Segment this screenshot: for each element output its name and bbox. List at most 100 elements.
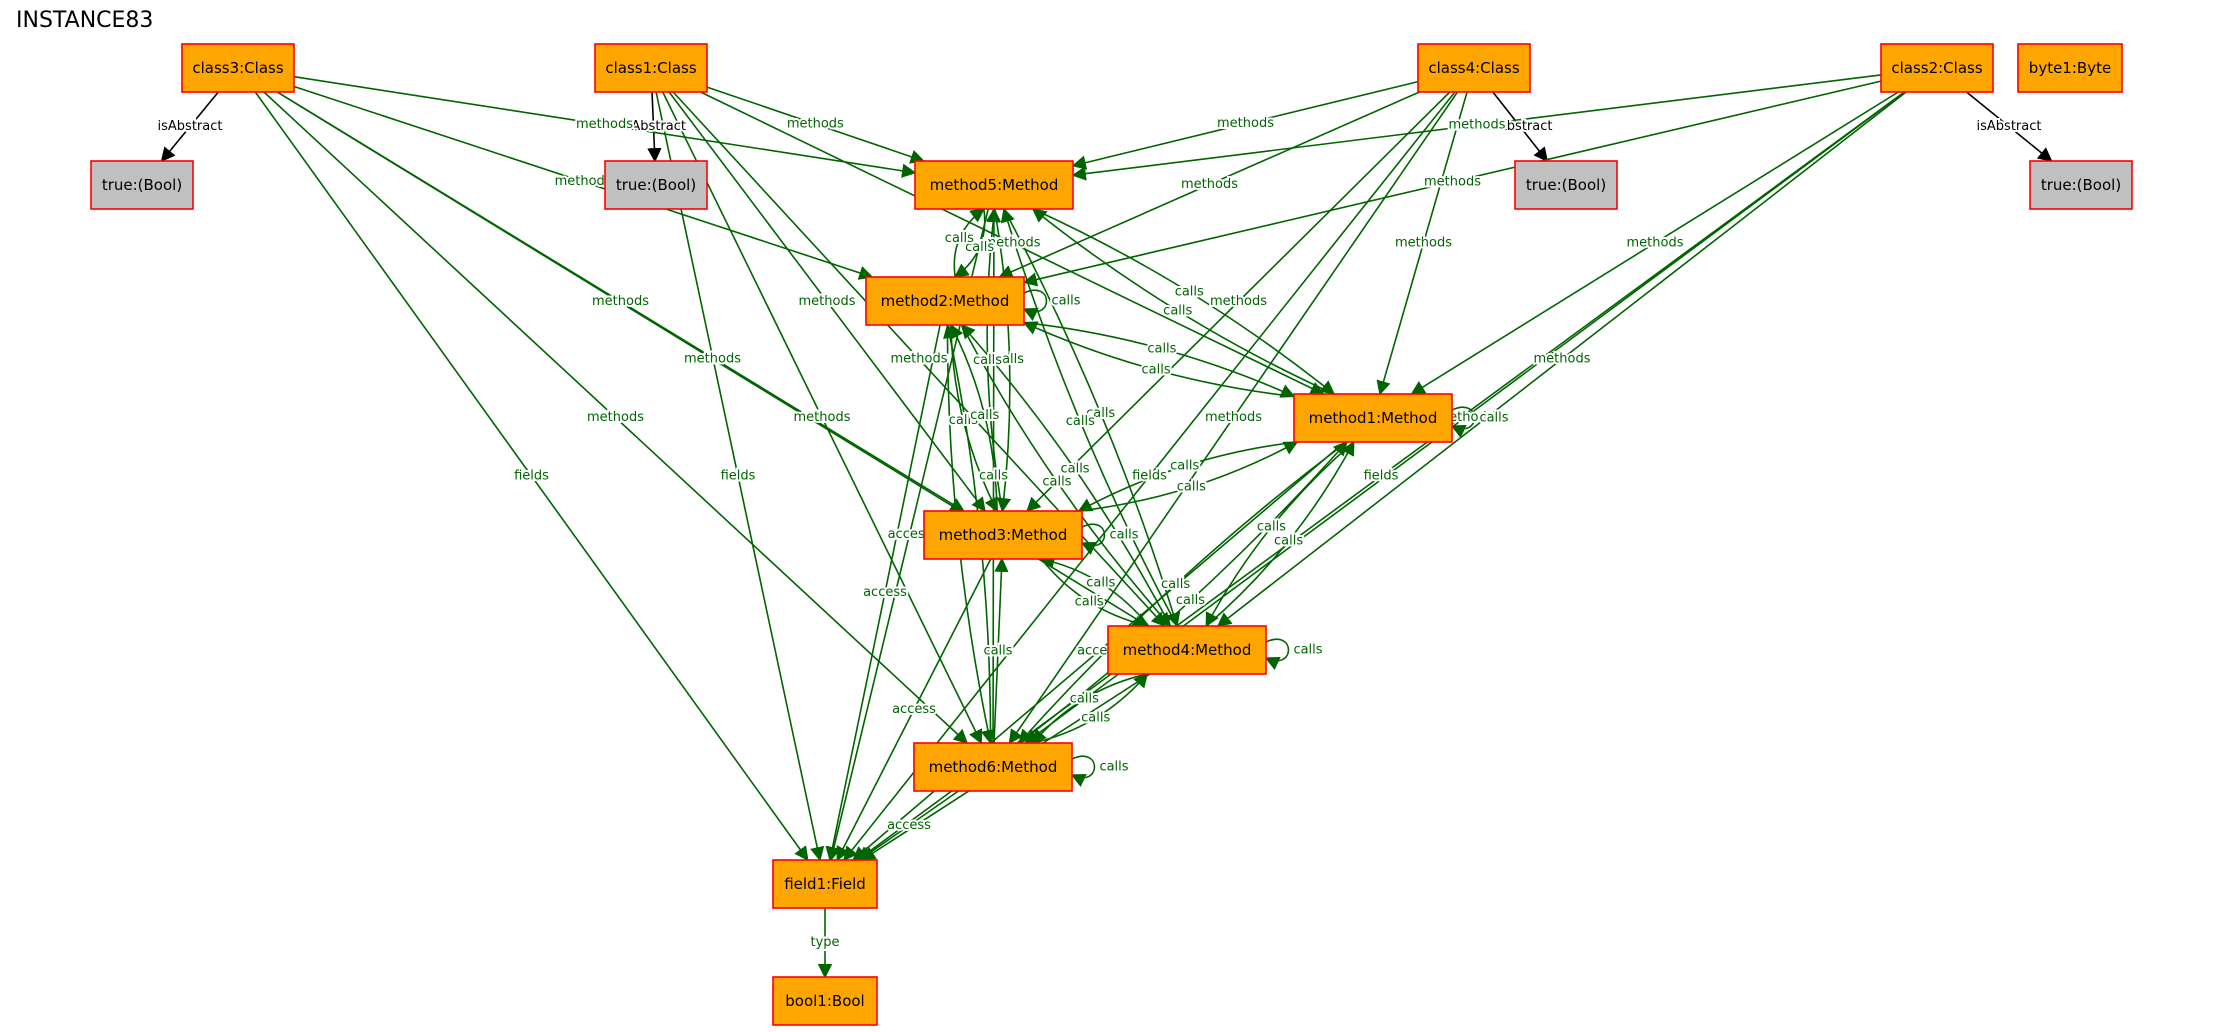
edge-label-method2-to-method3: calls xyxy=(949,413,978,428)
edge-label-halo: calls xyxy=(1066,414,1095,429)
edge-label-halo: access xyxy=(887,818,931,833)
edge-label-halo: calls xyxy=(1075,594,1104,609)
edge-class3-to-field1 xyxy=(254,91,809,862)
edge-label-halo: access xyxy=(863,585,907,600)
edge-method6-to-method4 xyxy=(1032,672,1149,744)
node-method2[interactable]: method2:Method xyxy=(865,276,1025,326)
edge-label-method6-to-method5: calls xyxy=(979,469,1008,484)
edge-label-class3-to-method2: methods xyxy=(555,174,612,189)
edge-method5-to-method3 xyxy=(993,208,1012,513)
edge-class3-to-t3 xyxy=(160,91,219,163)
edge-method6-to-method3 xyxy=(993,557,1009,744)
edge-label-method4-to-method1: calls xyxy=(1274,533,1303,548)
edge-class4-to-method3 xyxy=(1026,91,1451,513)
edge-method5-to-method4 xyxy=(1003,208,1181,628)
node-box-t3 xyxy=(90,160,194,210)
edge-class1-to-method6 xyxy=(662,91,983,745)
node-t4[interactable]: true:(Bool) xyxy=(1514,160,1618,210)
edge-label-halo: access xyxy=(892,702,936,717)
node-t2[interactable]: true:(Bool) xyxy=(2029,160,2133,210)
edge-label-halo: methods xyxy=(592,294,649,309)
edge-label-method6-to-method3: calls xyxy=(983,644,1012,659)
node-method6[interactable]: method6:Method xyxy=(913,742,1073,792)
node-label-method3: method3:Method xyxy=(939,526,1068,544)
edge-label-halo: calls xyxy=(1163,303,1192,318)
edge-label-halo: calls xyxy=(1086,406,1115,421)
edge-method4-to-method6 xyxy=(1031,673,1148,745)
edge-class2-to-method4 xyxy=(1216,91,1907,627)
edge-class1-to-method1 xyxy=(700,91,1325,395)
edge-label-halo: calls xyxy=(1170,459,1199,474)
edge-class4-to-method1 xyxy=(1376,91,1468,396)
edge-label-method5-to-method1: calls xyxy=(1175,285,1204,300)
node-method5[interactable]: method5:Method xyxy=(914,160,1074,210)
edge-label-method1-to-method4: calls xyxy=(1257,520,1286,535)
node-label-class1: class1:Class xyxy=(605,59,696,77)
edge-label-class2-to-t2: isAbstract xyxy=(1977,119,2042,134)
edge-label-class4-to-method6: methods xyxy=(1205,410,1262,425)
edge-label-halo: calls xyxy=(1176,593,1205,608)
edge-method3-to-method5 xyxy=(985,207,1004,512)
edge-label-halo: methods xyxy=(794,410,851,425)
edge-label-class4-to-method2: methods xyxy=(1181,177,1238,192)
edge-label-halo: calls xyxy=(995,352,1024,367)
edge-label-halo: calls xyxy=(1161,577,1190,592)
node-box-method5 xyxy=(914,160,1074,210)
node-box-class3 xyxy=(181,43,295,93)
edge-label-class3-to-t3: isAbstract xyxy=(158,119,223,134)
node-label-class3: class3:Class xyxy=(192,59,283,77)
edge-label-method2-to-field1: access xyxy=(863,585,907,600)
edge-label-method3-to-method5: calls xyxy=(973,353,1002,368)
node-label-class2: class2:Class xyxy=(1891,59,1982,77)
node-class3[interactable]: class3:Class xyxy=(181,43,295,93)
edge-label-halo: methods xyxy=(587,410,644,425)
edge-label-class3-to-method6: methods xyxy=(587,410,644,425)
node-t1[interactable]: true:(Bool) xyxy=(604,160,708,210)
node-field1[interactable]: field1:Field xyxy=(772,859,878,909)
node-label-t3: true:(Bool) xyxy=(102,176,182,194)
nodes-layer: class3:Class class1:Class class4:Class clas… xyxy=(90,43,2133,1026)
node-method3[interactable]: method3:Method xyxy=(923,510,1083,560)
node-class1[interactable]: class1:Class xyxy=(594,43,708,93)
edge-label-class3-to-method3: methods xyxy=(592,294,649,309)
node-bool1[interactable]: bool1:Bool xyxy=(772,976,878,1026)
edge-method1-to-method6 xyxy=(1018,441,1348,745)
edge-label-halo: calls xyxy=(1479,411,1508,426)
edge-label-halo: calls xyxy=(1081,710,1110,725)
node-class4[interactable]: class4:Class xyxy=(1417,43,1531,93)
node-label-byte1: byte1:Byte xyxy=(2029,59,2111,77)
edge-label-method6-to-method1: calls xyxy=(1176,593,1205,608)
edge-label-class1-to-method3: methods xyxy=(799,294,856,309)
edge-label-class2-to-method1: methods xyxy=(1627,236,1684,251)
node-method1[interactable]: method1:Method xyxy=(1293,393,1453,443)
edge-label-field1-to-bool1: type xyxy=(810,935,839,950)
edge-label-halo: calls xyxy=(1175,285,1204,300)
edge-class4-to-method5 xyxy=(1071,80,1419,170)
edge-method5-to-method1 xyxy=(1032,208,1336,395)
edge-class4-to-method2 xyxy=(998,91,1420,279)
node-box-t1 xyxy=(604,160,708,210)
edge-label-method4-to-method2: calls xyxy=(1060,462,1089,477)
edge-label-halo: methods xyxy=(1205,410,1262,425)
edge-label-halo: methods xyxy=(1395,236,1452,251)
node-class2[interactable]: class2:Class xyxy=(1880,43,1994,93)
edge-label-method2-to-method1: calls xyxy=(1147,341,1176,356)
edge-method1-to-method5 xyxy=(1031,208,1335,395)
edge-label-method4-to-method5: calls xyxy=(1066,414,1095,429)
edge-label-method5-to-field1: access xyxy=(888,527,932,542)
node-label-method1: method1:Method xyxy=(1309,409,1438,427)
node-box-method6 xyxy=(913,742,1073,792)
node-t3[interactable]: true:(Bool) xyxy=(90,160,194,210)
edge-method6-to-method1 xyxy=(1018,440,1348,744)
node-method4[interactable]: method4:Method xyxy=(1107,625,1267,675)
node-byte1[interactable]: byte1:Byte xyxy=(2017,43,2123,93)
edge-method4-to-method3 xyxy=(1039,554,1150,627)
edge-label-method1-to-method1: calls xyxy=(1479,411,1508,426)
edge-label-method6-to-method6: calls xyxy=(1099,760,1128,775)
node-box-method1 xyxy=(1293,393,1453,443)
edge-label-halo: calls xyxy=(1177,479,1206,494)
edge-label-method3-to-method3: calls xyxy=(1109,528,1138,543)
edge-label-method2-to-method5: calls xyxy=(945,231,974,246)
